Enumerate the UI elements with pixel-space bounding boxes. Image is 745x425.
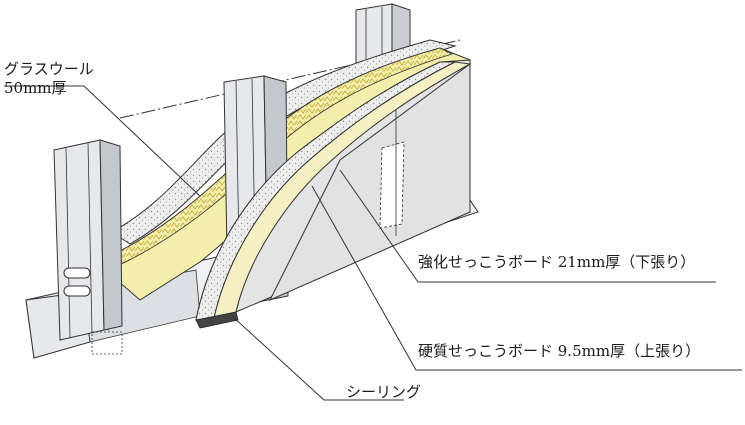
label-strong-board: 強化せっこうボード 21mm厚（下張り）	[418, 253, 696, 271]
sealing-bead	[195, 311, 239, 329]
leader-strong-board	[339, 169, 716, 283]
leader-glass-wool	[4, 85, 201, 197]
board-front-face	[268, 63, 471, 302]
left-stud	[53, 139, 123, 355]
label-glass-wool-line1: グラスウール	[4, 60, 94, 78]
label-hard-board: 硬質せっこうボード 9.5mm厚（上張り）	[418, 342, 701, 360]
label-sealing: シーリング	[346, 383, 422, 401]
glass-wool-edge	[95, 47, 454, 273]
hard-board-edge	[213, 61, 472, 319]
cut-opening	[379, 141, 405, 229]
label-glass-wool-line2: 50mm厚	[4, 78, 67, 97]
leader-sealing	[231, 315, 404, 401]
back-board	[111, 39, 457, 245]
leader-hard-board	[311, 185, 742, 371]
label-glass-wool: グラスウール 50mm厚	[4, 60, 94, 98]
leader-lines	[4, 85, 742, 401]
